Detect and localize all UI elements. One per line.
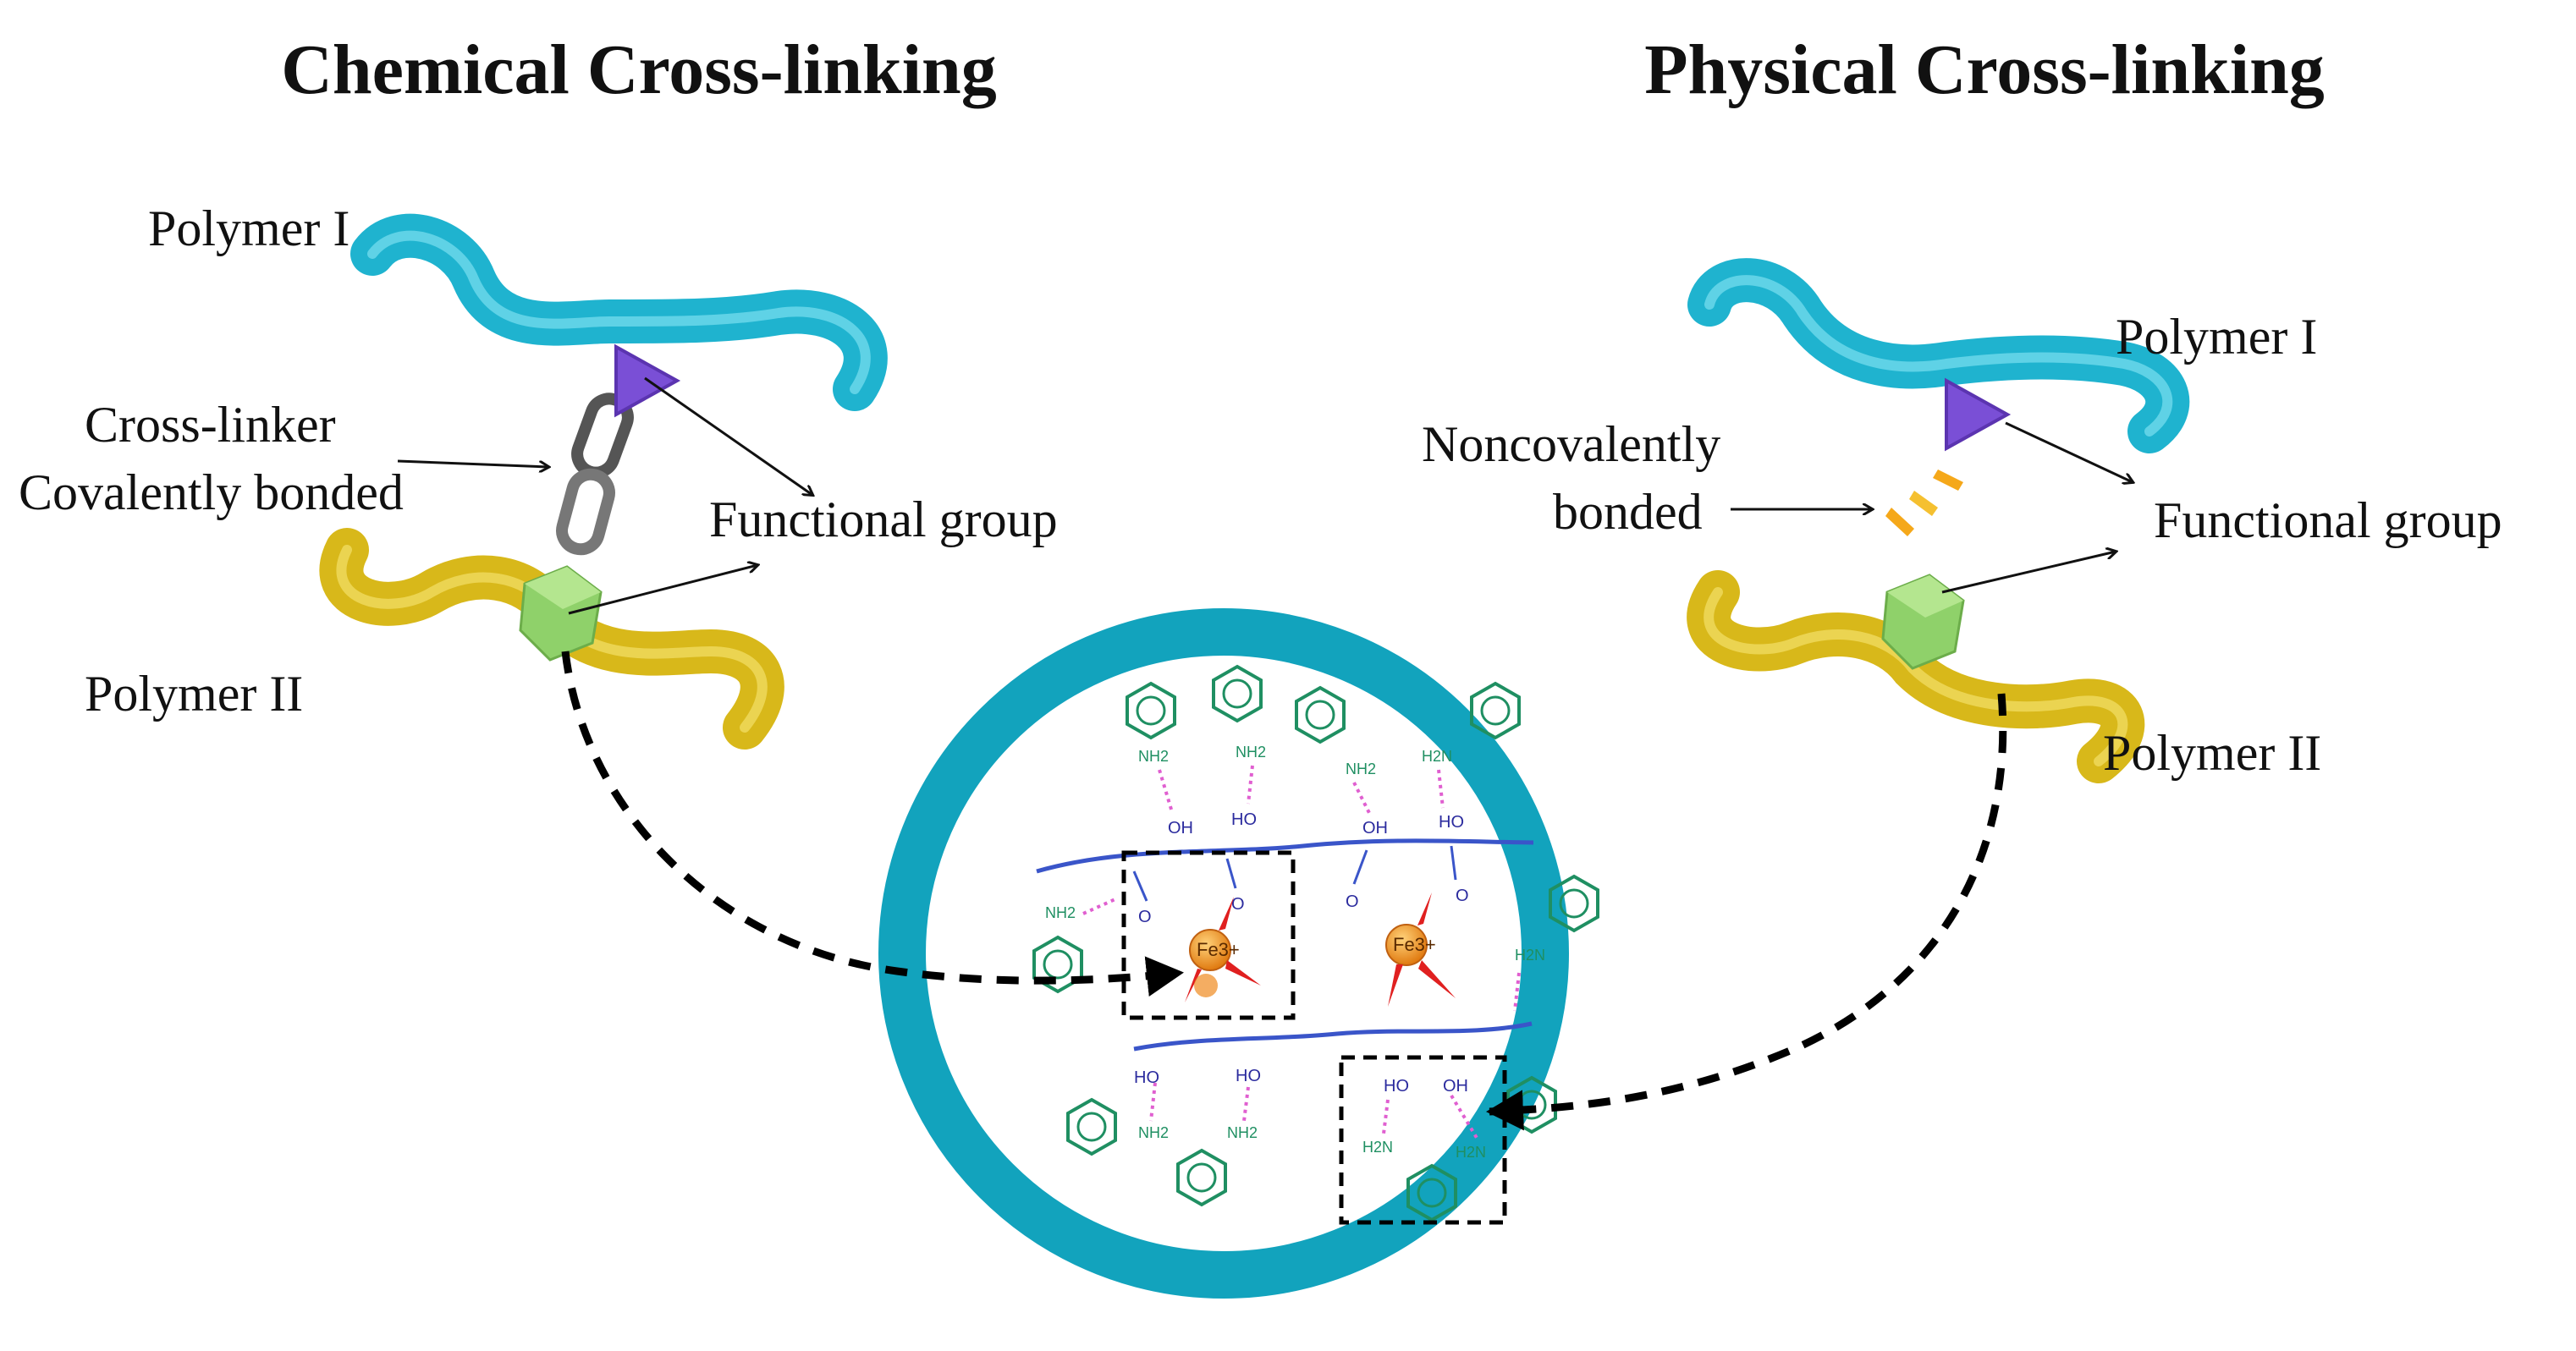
crosslinker-label: Cross-linker <box>85 397 336 453</box>
physical-connector-arrow <box>1486 693 2007 1131</box>
hydroxyl-label: OH <box>1362 819 1388 838</box>
oxygen-label: O <box>1231 895 1245 914</box>
left-polymer-2-label: Polymer II <box>85 666 303 722</box>
chemical-crosslink-illustration <box>319 213 888 750</box>
functional-group-triangle-icon <box>1945 377 2012 452</box>
hydrogen-bonds-bottom <box>1149 1082 1478 1140</box>
left-functional-group-label: Functional group <box>709 492 1058 547</box>
functional-group-cube-icon <box>1881 574 1965 670</box>
amine-label: H2N <box>1515 947 1545 964</box>
right-polymer-2-label: Polymer II <box>2103 725 2321 781</box>
physical-crosslinking-title: Physical Cross-linking <box>1644 30 2325 109</box>
noncovalently-label: Noncovalently <box>1422 416 1720 472</box>
oxygen-label: O <box>1346 892 1359 911</box>
oxygen-label: O <box>1456 887 1469 905</box>
amine-label: NH2 <box>1227 1124 1258 1141</box>
hydrogen-bonds-top <box>1158 765 1445 817</box>
hydrogel-network-inset: NH2 NH2 NH2 H2N OH HO OH HO O O O O Fe3+ <box>878 608 1599 1299</box>
hydrogen-bonds-side <box>1082 897 1521 1012</box>
physical-crosslink-illustration <box>1687 258 2190 783</box>
crosslinker-chain-icon <box>556 393 634 556</box>
hydroxyl-label: HO <box>1384 1077 1409 1096</box>
hydroxyl-label: HO <box>1134 1068 1159 1087</box>
amine-label: H2N <box>1362 1139 1393 1156</box>
iron-ion-right: Fe3+ <box>1385 892 1456 1007</box>
hydroxyl-label: HO <box>1236 1067 1261 1085</box>
chemical-connector-arrow <box>561 651 1184 997</box>
aniline-ring-icon <box>1470 682 1521 739</box>
amine-label: H2N <box>1456 1144 1486 1161</box>
noncovalent-interaction-icon <box>1885 470 1963 536</box>
physical-crosslink-highlight-box <box>1339 1055 1507 1225</box>
amine-label: NH2 <box>1045 904 1076 921</box>
polymer-backbone-upper <box>1036 838 1534 874</box>
hydroxyl-label: OH <box>1443 1077 1468 1096</box>
iron-ion-left: Fe3+ <box>1185 897 1261 1002</box>
amine-label: NH2 <box>1138 748 1169 765</box>
iron-label: Fe3+ <box>1393 934 1436 955</box>
hydroxyl-label: HO <box>1439 813 1464 832</box>
hydroxyl-label: HO <box>1231 810 1257 829</box>
bonded-label: bonded <box>1553 484 1703 540</box>
amine-label: NH2 <box>1236 744 1266 761</box>
chemical-crosslink-highlight-box <box>1121 850 1296 1020</box>
oxygen-label: O <box>1138 908 1152 926</box>
amine-label: H2N <box>1422 748 1452 765</box>
amine-label: NH2 <box>1346 761 1376 777</box>
hydroxyl-label: OH <box>1168 819 1193 838</box>
polymer-backbone-lower <box>1133 1021 1533 1052</box>
left-polymer-1-label: Polymer I <box>148 200 350 256</box>
right-functional-group-label: Functional group <box>2154 492 2502 548</box>
functional-group-cube-icon <box>519 565 603 662</box>
right-polymer-1-label: Polymer I <box>2116 309 2317 365</box>
carboxylate-groups-upper <box>1132 845 1457 902</box>
covalently-bonded-label: Covalently bonded <box>19 464 404 520</box>
amine-label: NH2 <box>1138 1124 1169 1141</box>
iron-label: Fe3+ <box>1197 939 1240 960</box>
chemical-crosslinking-title: Chemical Cross-linking <box>281 30 997 109</box>
